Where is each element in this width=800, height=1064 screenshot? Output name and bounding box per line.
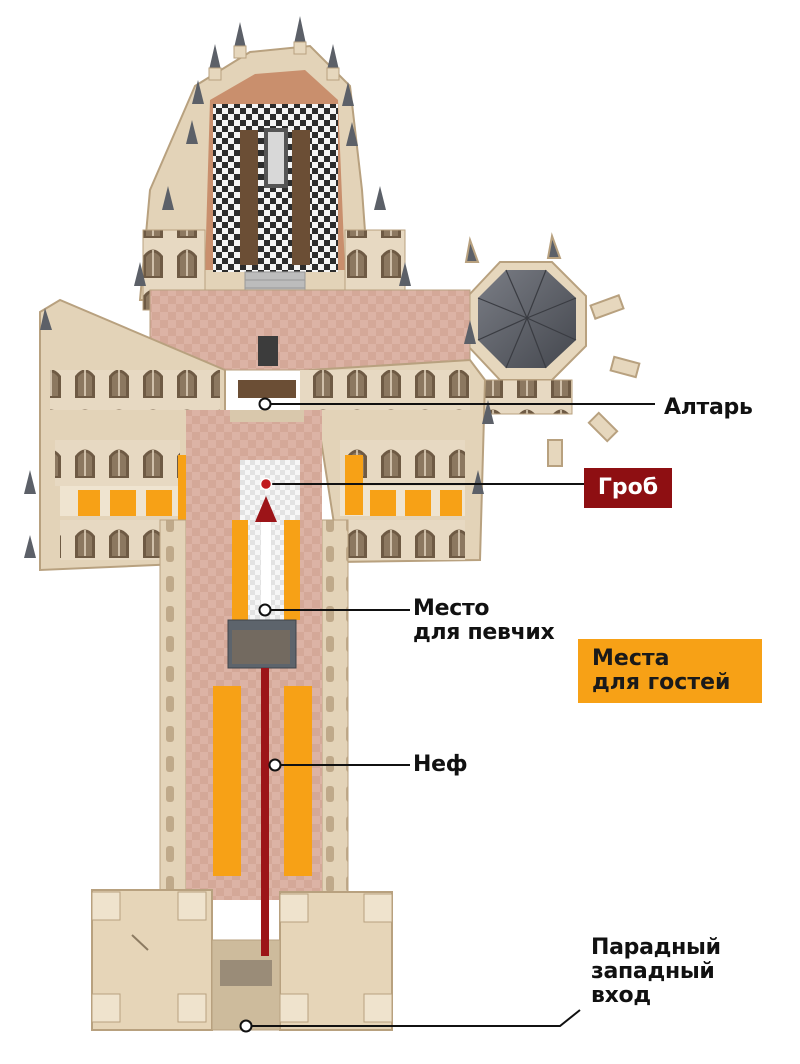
choir-label: Место для певчих [413,597,554,645]
guest-legend-line-2: для гостей [592,671,762,695]
choir-marker [260,605,271,616]
altar-label: Алтарь [664,396,753,420]
nave-marker [270,760,281,771]
entrance-label: Парадный западный вход [591,936,721,1008]
choir-label-line-1: Место [413,597,554,621]
entrance-label-line-3: вход [591,984,721,1008]
nave-aisle-line [261,668,269,956]
altar-marker [260,399,271,410]
guest-seating-legend: Места для гостей [578,639,762,703]
entrance-marker [241,1021,252,1032]
entrance-label-line-2: западный [591,960,721,984]
choir-label-line-2: для певчих [413,621,554,645]
coffin-label: Гроб [584,468,672,508]
guest-legend-line-1: Места [592,647,762,671]
nave-guest-seating-right [284,686,312,876]
apse [134,16,411,310]
nave-label: Неф [413,753,467,777]
nave-guest-seating-left [213,686,241,876]
coffin-marker [261,479,272,490]
west-front [92,890,392,1030]
entrance-label-line-1: Парадный [591,936,721,960]
